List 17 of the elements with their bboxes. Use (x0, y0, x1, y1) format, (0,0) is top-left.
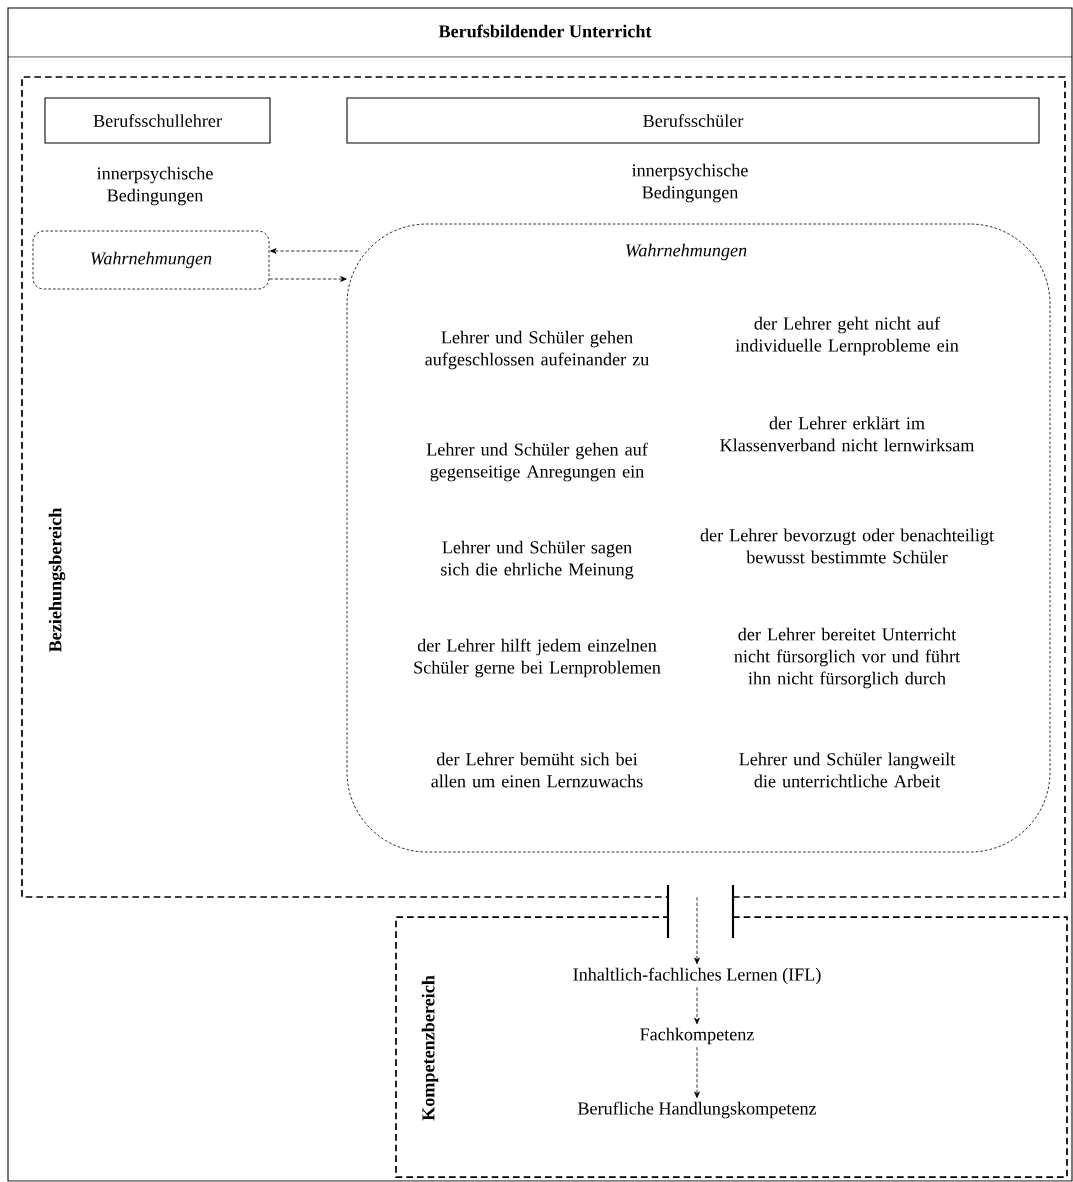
title: Berufsbildender Unterricht (438, 24, 652, 38)
arrow (269, 276, 347, 282)
rounded-box: Wahrnehmungen (32, 230, 270, 290)
step-text: Fachkompetenz (640, 1027, 754, 1045)
heading-text: innerpsychische Bedingungen (631, 163, 748, 203)
label-box: Berufsschullehrer (44, 97, 271, 144)
label-box: Berufsschüler (346, 97, 1040, 144)
arrow (694, 896, 700, 965)
step-text: Berufliche Handlungskompetenz (577, 1101, 817, 1119)
area-label: Kompetenzbereich (421, 975, 439, 1121)
arrow (694, 986, 700, 1025)
rounded-box: Wahrnehmungen Lehrer und Schüler gehen aufgeschlossen aufeinander zu der Lehrer geht nicht auf individuelle Lernprobleme ein Lehrer und Schüler gehen auf gegenseitige Anregungen ein der Lehrer erklärt im Klassenverband nicht lernwirksam Lehrer und Schüler sagen sich die ehrliche Meinung der Lehrer bevorzugt oder benachteiligt bewusst bestimmte Schüler der Lehrer hilft jedem einzelnen Schüler gerne bei Lernproblemen der Lehrer bereitet Unterricht nicht fürsorglich vor und führt ihn nicht fürsorglich durch der Lehrer bemüht sich bei allen um einen Lernzuwachs Lehrer und Schüler langweilt die unterrichtliche Arbeit (346, 223, 1051, 853)
arrow (694, 1046, 700, 1099)
arrow (270, 248, 359, 254)
heading-text: innerpsychische Bedingungen (96, 166, 213, 206)
area-label: Beziehungsbereich (48, 507, 66, 653)
step-text: Inhaltlich-fachliches Lernen (IFL) (573, 967, 821, 985)
